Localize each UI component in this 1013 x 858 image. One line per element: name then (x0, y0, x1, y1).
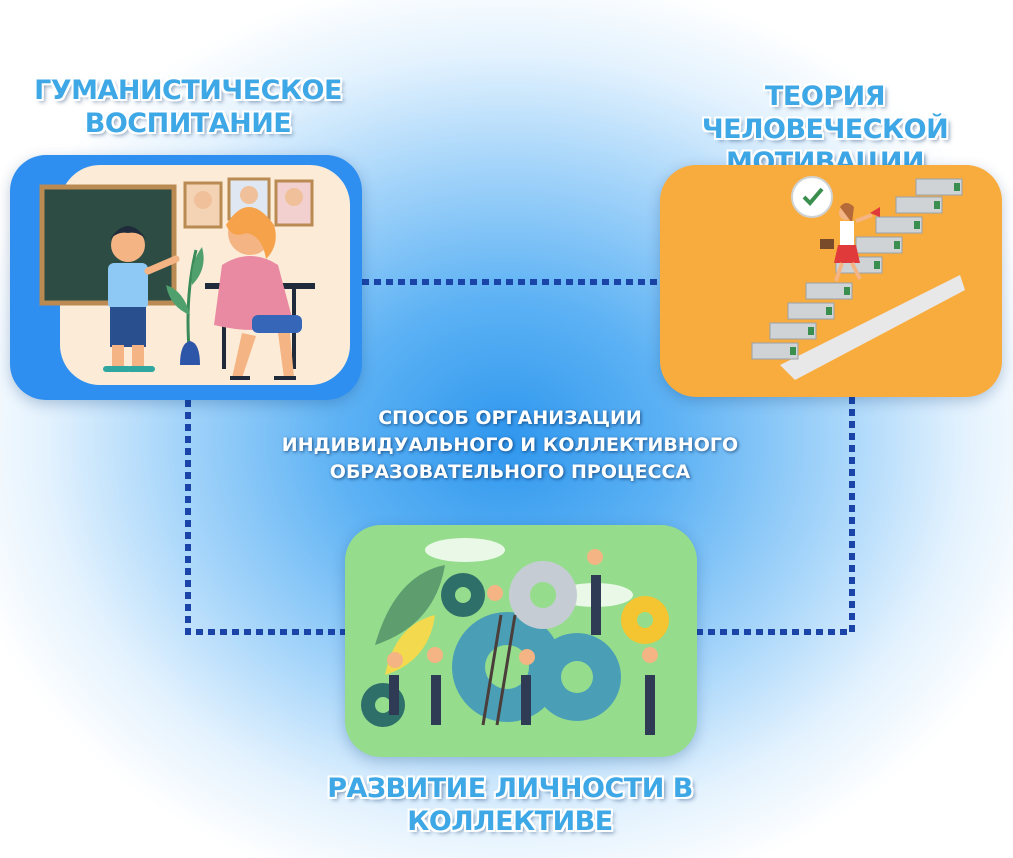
caption-line: ОБРАЗОВАТЕЛЬНОГО ПРОЦЕССА (329, 461, 691, 483)
heading-motivation-theory: ТЕОРИЯ ЧЕЛОВЕЧЕСКОЙ МОТИВАЦИИ (640, 80, 1010, 179)
heading-line: ТЕОРИЯ ЧЕЛОВЕЧЕСКОЙ (701, 81, 949, 145)
heading-personality-development: РАЗВИТИЕ ЛИЧНОСТИ В КОЛЛЕКТИВЕ (300, 772, 720, 838)
heading-line: ВОСПИТАНИЕ (84, 108, 292, 139)
connector-right-bottom (697, 397, 855, 635)
card-motivation-theory (660, 165, 1002, 397)
heading-line: КОЛЛЕКТИВЕ (407, 806, 613, 837)
classroom-illustration (39, 165, 350, 385)
heading-line: ГУМАНИСТИЧЕСКОЕ (34, 75, 342, 106)
card-personality-development (345, 525, 697, 757)
connector-left-bottom (185, 400, 345, 635)
caption-line: СПОСОБ ОРГАНИЗАЦИИ (378, 407, 642, 429)
center-caption: СПОСОБ ОРГАНИЗАЦИИ ИНДИВИДУАЛЬНОГО И КОЛ… (240, 405, 780, 486)
card-humanistic-upbringing (10, 155, 362, 400)
heading-line: РАЗВИТИЕ ЛИЧНОСТИ В (327, 773, 693, 804)
caption-line: ИНДИВИДУАЛЬНОГО И КОЛЛЕКТИВНОГО (281, 434, 739, 456)
teamwork-gears-illustration (361, 538, 669, 735)
heading-humanistic-upbringing: ГУМАНИСТИЧЕСКОЕ ВОСПИТАНИЕ (18, 74, 358, 140)
stairs-illustration (751, 176, 965, 380)
